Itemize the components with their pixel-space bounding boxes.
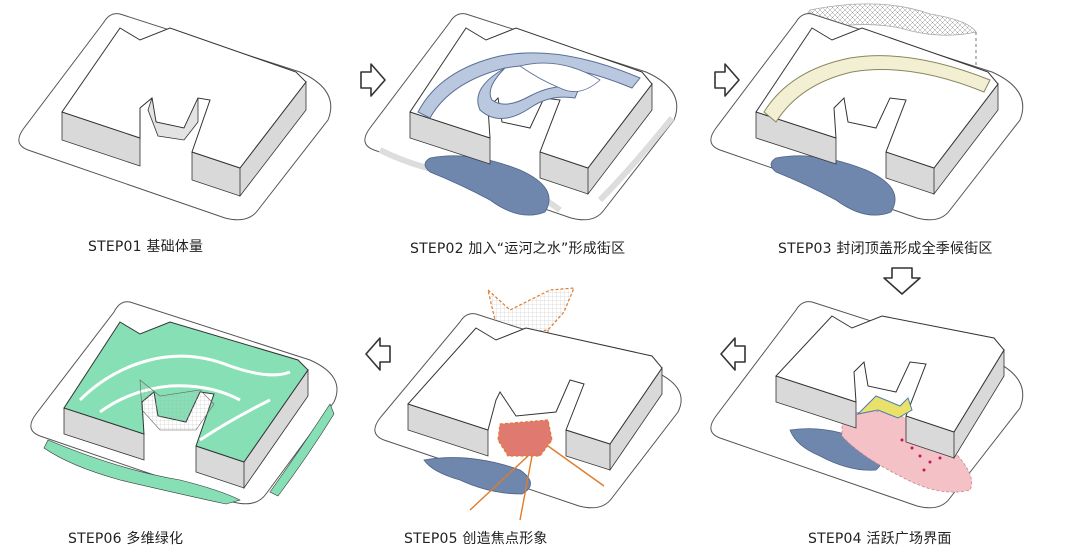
step02-diagram [364,13,678,221]
arrow-down-icon [883,267,921,295]
step04-caption: STEP04 活跃广场界面 [808,531,952,547]
step03-diagram [710,3,1024,221]
water-pond [424,155,550,216]
arrow-left-icon [365,337,391,371]
step03-caption: STEP03 封闭顶盖形成全季候街区 [778,241,993,257]
step01-caption: STEP01 基础体量 [88,239,204,255]
arrow-right-icon [714,63,740,97]
water-pond [770,155,896,216]
canopy-strip [856,395,913,419]
block-notch [147,97,199,141]
step06-caption: STEP06 多维绿化 [68,531,184,547]
step05-diagram [374,287,682,521]
flow-arrows [360,63,921,371]
people-markers [900,438,942,472]
step01-diagram [18,13,332,221]
plaza-zone [841,410,972,493]
step06-diagram [30,301,338,505]
block-top [61,27,307,169]
atrium-mesh [139,379,215,431]
canal-inner [519,62,601,92]
enclosed-roof [763,55,991,123]
step02-caption: STEP02 加入“运河之水”形成街区 [410,241,626,257]
canal-water [417,52,641,119]
ground-green [43,403,335,505]
step05-caption: STEP05 创造焦点形象 [404,531,548,547]
view-lines [469,445,605,521]
arrow-left-icon [720,337,746,371]
step04-diagram [710,301,1024,509]
arrow-right-icon [360,63,386,97]
water-pond [423,457,531,495]
block-top [407,327,663,445]
green-roof-pattern [78,354,291,442]
block-top [775,315,1005,433]
focus-atrium [497,419,553,457]
